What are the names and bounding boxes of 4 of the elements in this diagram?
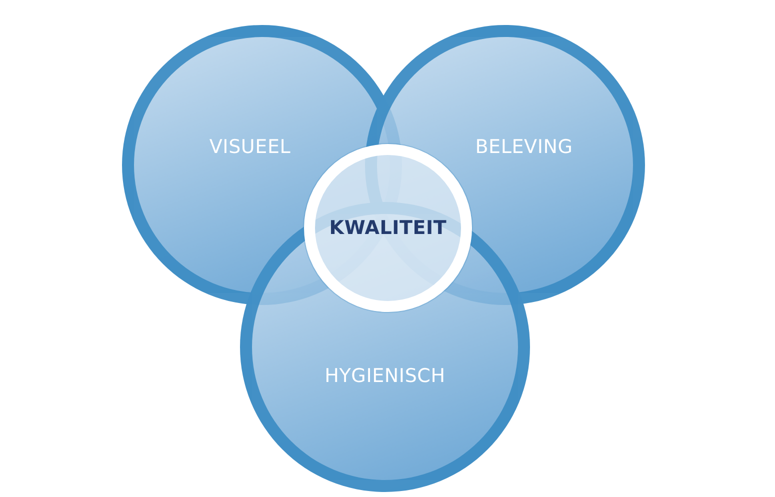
circle-label: BELEVING: [475, 136, 573, 158]
circle-label: VISUEEL: [209, 136, 291, 158]
circle-label: KWALITEIT: [329, 217, 447, 239]
circle-label: HYGIENISCH: [324, 365, 446, 387]
